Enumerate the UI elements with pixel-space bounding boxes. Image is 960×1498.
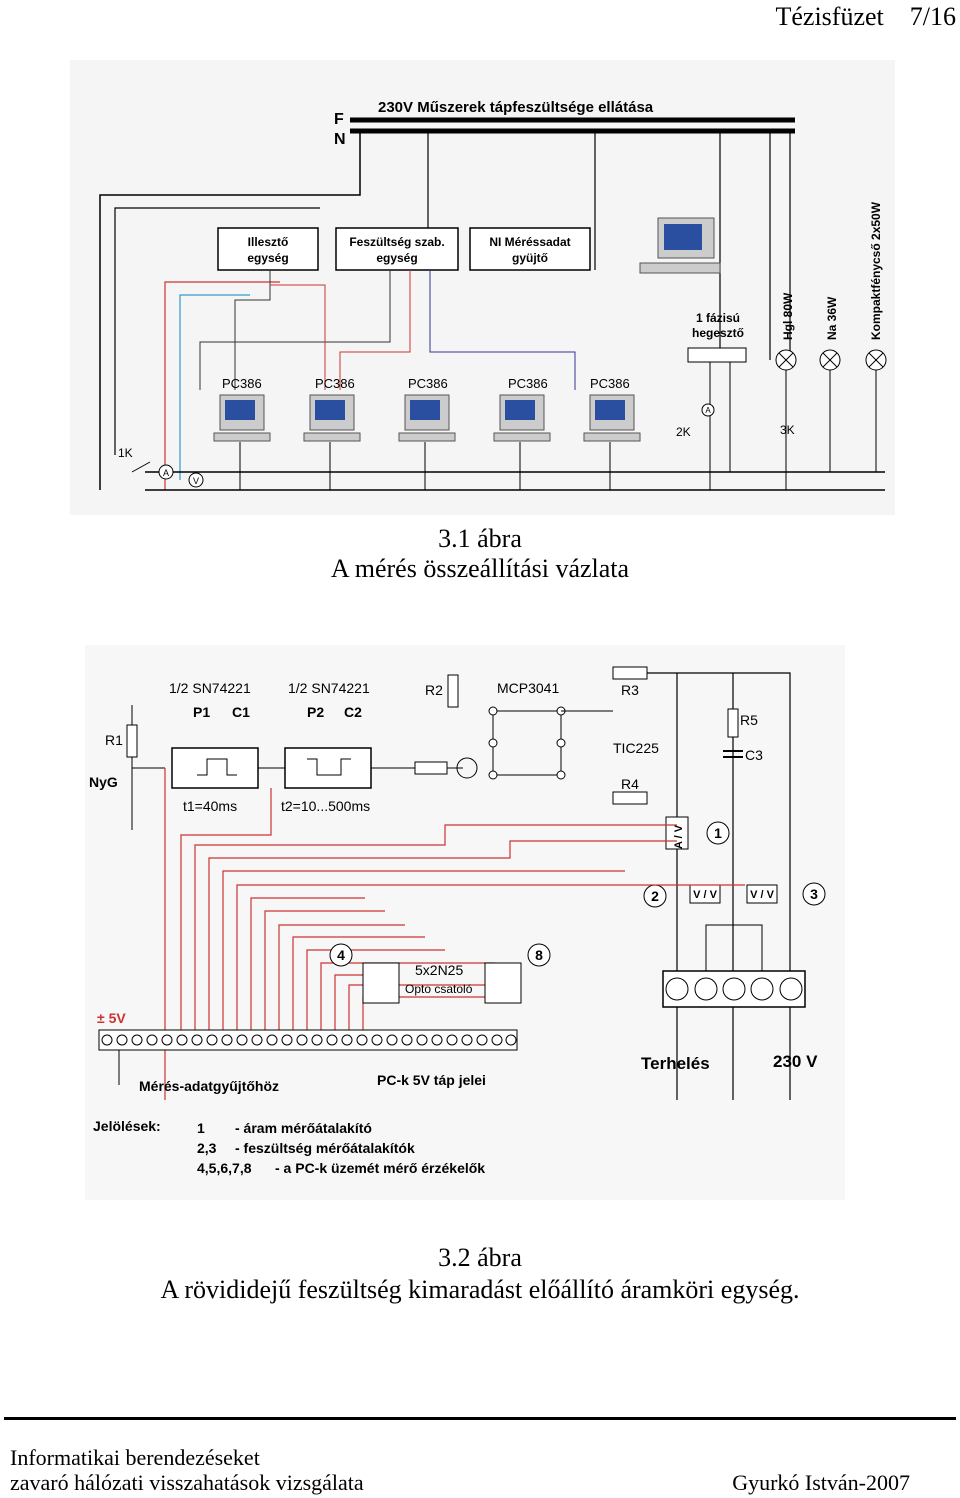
page-header: Tézisfüzet 7/16: [750, 2, 957, 32]
legend-text-1: - áram mérőátalakító: [235, 1120, 372, 1136]
t1-label: t1=40ms: [183, 798, 237, 814]
p2-label: P2: [307, 704, 324, 720]
marker-1: 1: [714, 825, 722, 841]
mcp-label: MCP3041: [497, 680, 559, 696]
legend-key-3: 4,5,6,7,8: [197, 1160, 252, 1176]
page-number: 7/16: [909, 2, 956, 31]
ni-line2: gyüjtő: [512, 251, 548, 265]
r2-label: R2: [425, 682, 443, 698]
lamp-kompakt-label: Kompaktfénycső 2x50W: [869, 201, 883, 340]
lamp-hgl-label: Hgl 80W: [781, 292, 795, 340]
vv-sensor-2-label: V / V: [750, 889, 775, 901]
illeszto-line2: egység: [247, 251, 288, 265]
p1-label: P1: [193, 704, 210, 720]
phase-label: F: [334, 111, 344, 128]
pc-label-5: PC386: [590, 376, 630, 391]
switch-3k-label: 3K: [780, 423, 795, 437]
figure-1-caption-number: 3.1 ábra: [438, 524, 522, 553]
footer-author: Gyurkó István-2007: [732, 1470, 910, 1495]
marker-2: 2: [651, 888, 659, 904]
feszultseg-line2: egység: [376, 251, 417, 265]
illeszto-line1: Illesztő: [248, 235, 289, 249]
opto-label-2: Opto csatoló: [405, 982, 473, 996]
pc-label-1: PC386: [222, 376, 262, 391]
pc-label-4: PC386: [508, 376, 548, 391]
tic-label: TIC225: [613, 740, 659, 756]
switch-1k-label: 1K: [118, 446, 133, 460]
plus5-label: ± 5V: [97, 1010, 126, 1026]
legend-text-2: - feszültség mérőátalakítók: [235, 1140, 415, 1156]
pc-label-2: PC386: [315, 376, 355, 391]
meres-label: Mérés-adatgyűjtőhöz: [139, 1078, 279, 1094]
terminal-strip: [101, 1034, 517, 1046]
ni-line1: NI Méréssadat: [489, 235, 570, 249]
r4-label: R4: [621, 776, 639, 792]
figure-2-caption-number: 3.2 ábra: [438, 1243, 522, 1272]
t2-label: t2=10...500ms: [281, 798, 370, 814]
figure-1-wiring-diagram: F N 230V Műszerek tápfeszültsége ellátás…: [70, 60, 895, 515]
signal-wires: [180, 788, 745, 1035]
pc-label-3: PC386: [408, 376, 448, 391]
neutral-label: N: [334, 131, 346, 148]
legend-key-1: 1: [197, 1120, 205, 1136]
hegeszto-line2: hegesztő: [692, 326, 744, 340]
marker-8: 8: [535, 947, 543, 963]
switch-2k-label: 2K: [676, 425, 691, 439]
opto-label-1: 5x2N25: [415, 962, 463, 978]
feszultseg-line1: Feszültség szab.: [349, 235, 444, 249]
r1-label: R1: [105, 732, 123, 748]
ammeter-1-label: A: [163, 468, 169, 478]
vv-sensor-1-label: V / V: [693, 889, 718, 901]
figure-2-caption-text: A rövididejű feszültség kimaradást előál…: [160, 1275, 800, 1304]
lamps: [775, 349, 887, 371]
sn2-label: 1/2 SN74221: [288, 680, 370, 696]
legend-text-3: - a PC-k üzemét mérő érzékelők: [275, 1160, 485, 1176]
document-title: Tézisfüzet: [775, 2, 884, 31]
legend-title: Jelölések:: [93, 1118, 161, 1134]
pc-row: [213, 394, 641, 442]
v230-label: 230 V: [773, 1052, 818, 1071]
footer-line-2: zavaró hálózati visszahatások vizsgálata: [10, 1470, 364, 1495]
c1-label: C1: [232, 704, 250, 720]
c3-label: C3: [745, 747, 763, 763]
ammeter-2-label: A: [705, 406, 711, 415]
av-sensor-label: A / V: [673, 824, 685, 849]
lamp-na-label: Na 36W: [825, 296, 839, 340]
footer-line-1: Informatikai berendezéseket: [10, 1445, 260, 1470]
hegeszto-line1: 1 fázisú: [696, 311, 740, 325]
sn1-label: 1/2 SN74221: [169, 680, 251, 696]
footer-rule: [4, 1417, 956, 1420]
terheles-label: Terhelés: [641, 1054, 710, 1073]
load-terminals: [665, 977, 803, 1001]
c2-label: C2: [344, 704, 362, 720]
r3-label: R3: [621, 682, 639, 698]
supply-title: 230V Műszerek tápfeszültsége ellátása: [378, 99, 654, 116]
voltmeter-1-label: V: [193, 476, 199, 486]
marker-4: 4: [337, 947, 345, 963]
figure-1-caption-text: A mérés összeállítási vázlata: [330, 554, 630, 583]
marker-3: 3: [810, 886, 818, 902]
legend-key-2: 2,3: [197, 1140, 217, 1156]
r5-label: R5: [740, 712, 758, 728]
figure-2-circuit-diagram: 1/2 SN74221 1/2 SN74221 P1 C1 P2 C2 R1 R…: [85, 645, 845, 1200]
nyg-label: NyG: [89, 774, 118, 790]
pck-label: PC-k 5V táp jelei: [377, 1072, 486, 1088]
